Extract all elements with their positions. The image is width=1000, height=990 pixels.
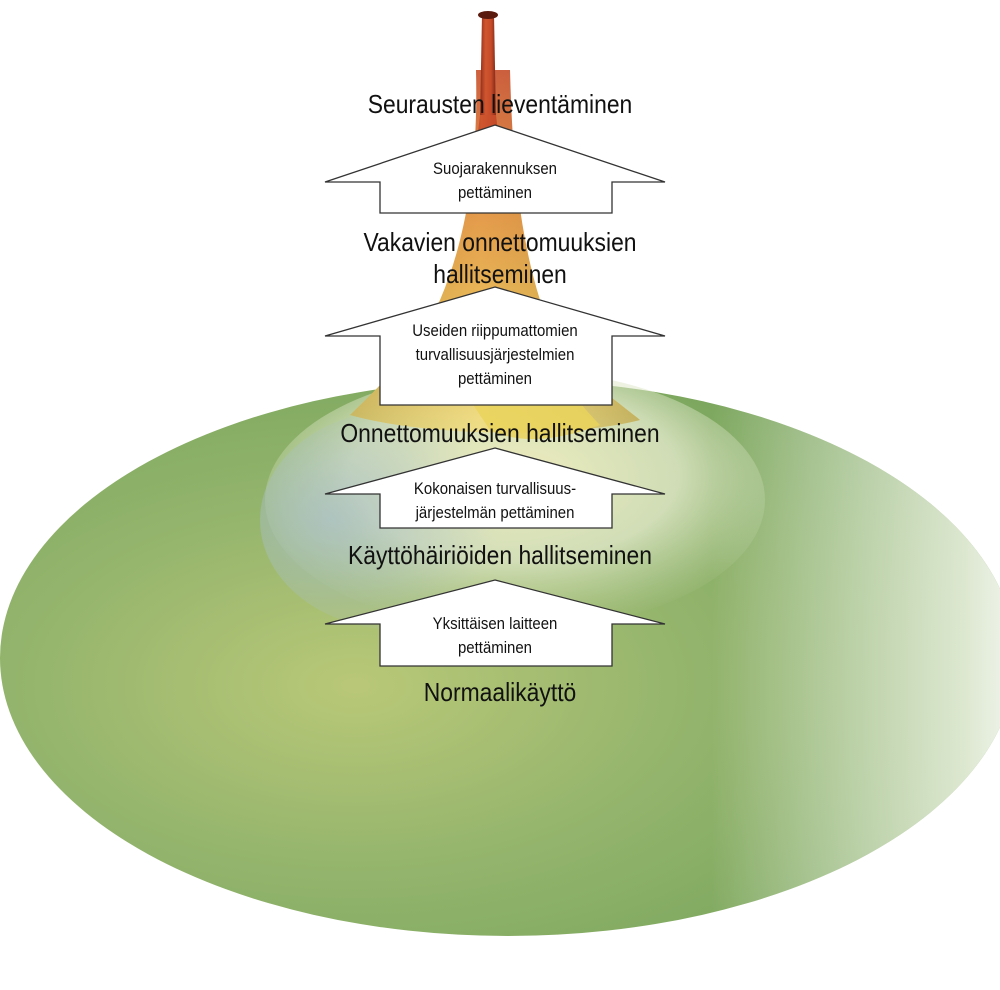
level-label-severe-accident-control: Vakavien onnettomuuksien hallitseminen bbox=[363, 227, 637, 289]
transition-arrow-shape bbox=[324, 447, 666, 529]
transition-arrow-shape bbox=[324, 286, 666, 406]
transition-arrow: Useiden riippumattomien turvallisuusjärj… bbox=[325, 287, 665, 405]
level-label-normal-operation: Normaalikäyttö bbox=[423, 677, 577, 707]
level-label-mitigation: Seurausten lieventäminen bbox=[367, 89, 633, 119]
level-label-accident-control: Onnettomuuksien hallitseminen bbox=[340, 418, 660, 448]
transition-arrow: Suojarakennuksen pettäminen bbox=[325, 125, 665, 213]
transition-arrow: Kokonaisen turvallisuus- järjestelmän pe… bbox=[325, 448, 665, 528]
transition-label: Kokonaisen turvallisuus- järjestelmän pe… bbox=[413, 479, 577, 522]
spire bbox=[480, 14, 496, 120]
transition-arrows bbox=[324, 124, 666, 667]
transition-label: Suojarakennuksen pettäminen bbox=[433, 159, 557, 202]
transition-arrow: Yksittäisen laitteen pettäminen bbox=[325, 580, 665, 666]
level-label-disturbance-control: Käyttöhäiriöiden hallitseminen bbox=[348, 540, 652, 570]
transition-arrow-shape bbox=[324, 124, 666, 214]
transition-arrow-shape bbox=[324, 579, 666, 667]
spire-top bbox=[478, 11, 498, 19]
transition-label: Useiden riippumattomien turvallisuusjärj… bbox=[412, 321, 578, 388]
transition-label: Yksittäisen laitteen pettäminen bbox=[432, 614, 558, 657]
